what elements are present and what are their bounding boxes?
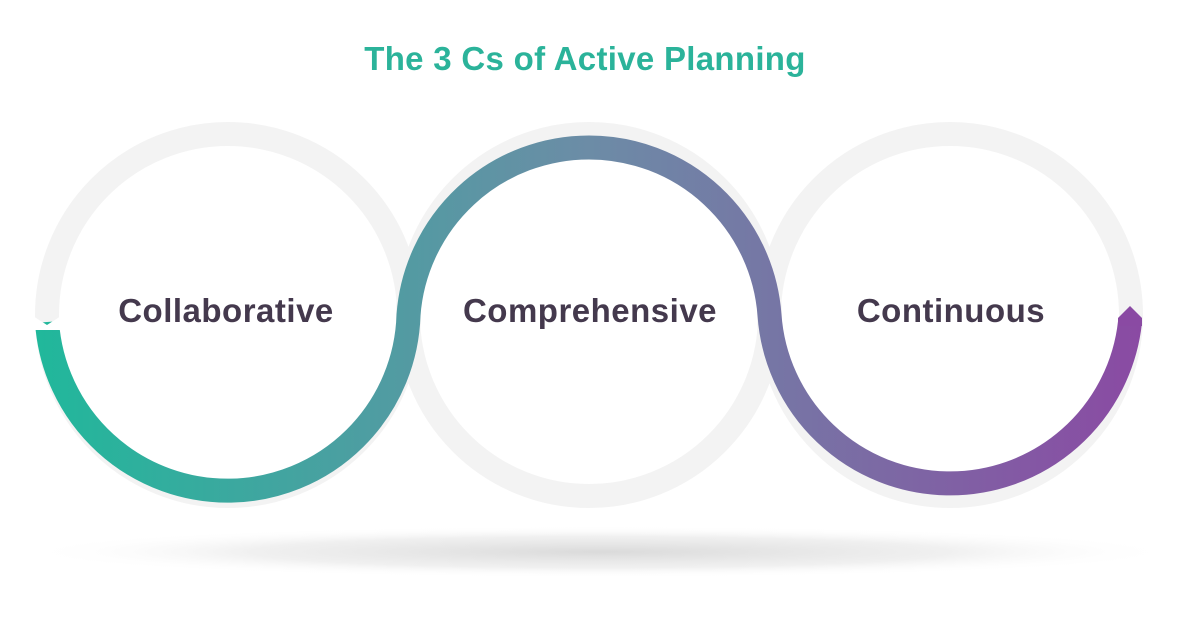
label-continuous: Continuous (856, 292, 1046, 329)
end-arrow-icon (1118, 306, 1142, 326)
floor-shadow (20, 526, 1180, 578)
start-notch-icon (33, 316, 61, 330)
label-comprehensive: Comprehensive (462, 292, 718, 329)
flow-band (35, 135, 1142, 503)
label-collaborative: Collaborative (118, 292, 334, 329)
diagram-title: The 3 Cs of Active Planning (364, 40, 806, 77)
